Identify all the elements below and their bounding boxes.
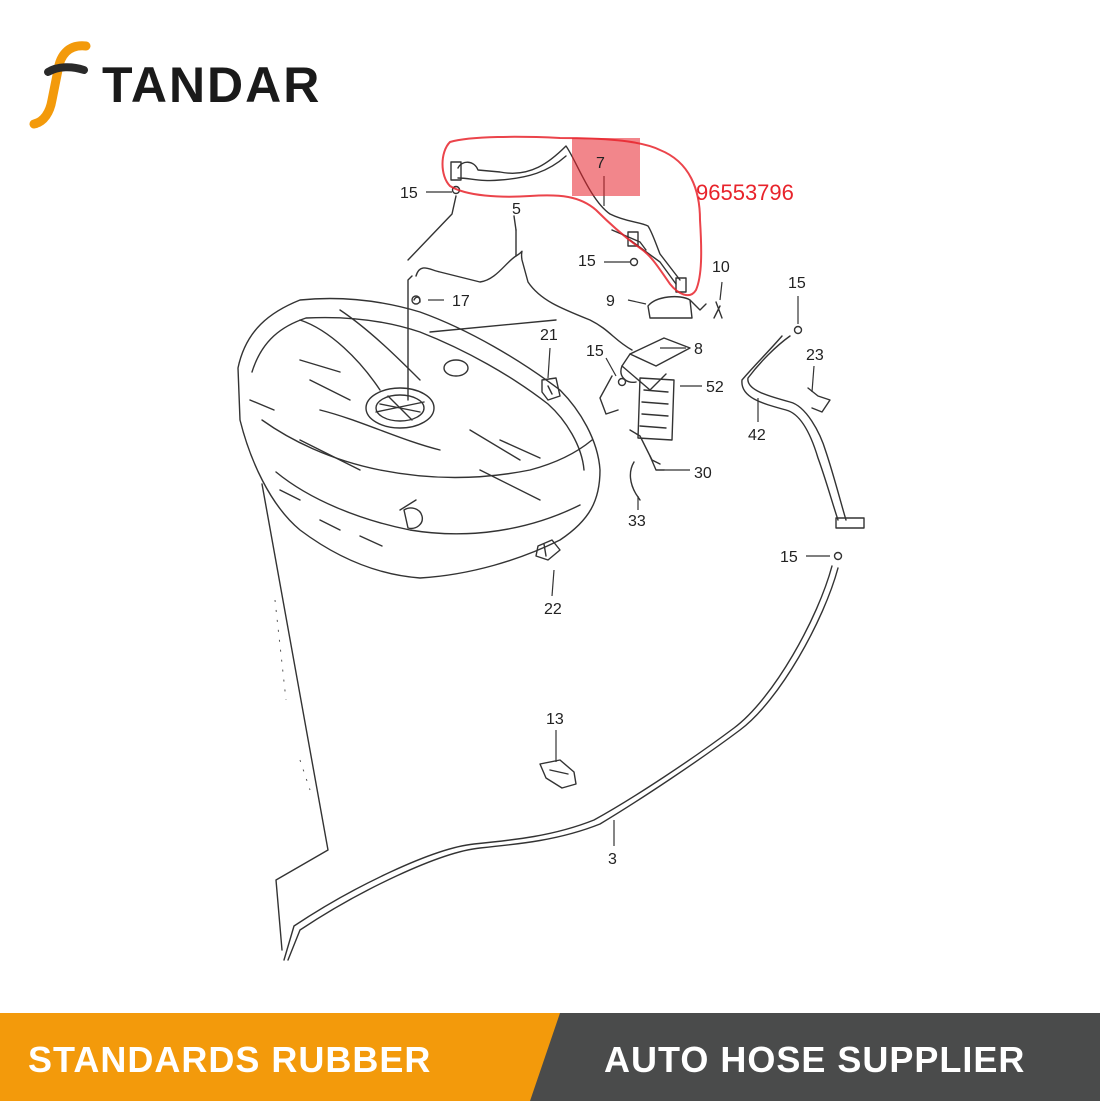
logo-text: TANDAR: [102, 57, 322, 113]
callout-23: 23: [806, 347, 824, 364]
highlight-marker: [572, 138, 640, 196]
part-number-label: 96553796: [696, 180, 794, 205]
footer-banner: STANDARDS RUBBER AUTO HOSE SUPPLIER: [0, 1013, 1100, 1101]
filler-tube: [741, 335, 865, 529]
fuel-tank: [237, 297, 601, 579]
callout-30: 30: [694, 465, 712, 482]
filter-bracket: [629, 377, 675, 465]
callout-10: 10: [712, 259, 730, 276]
callout-15a: 15: [400, 185, 418, 202]
callout-22: 22: [544, 601, 562, 618]
footer-left-text: STANDARDS RUBBER: [28, 1039, 432, 1080]
callout-15b: 15: [578, 253, 596, 270]
callout-33: 33: [628, 513, 646, 530]
callout-21: 21: [540, 327, 558, 344]
callout-7: 7: [596, 155, 605, 172]
callout-5: 5: [512, 201, 521, 218]
callout-9: 9: [606, 293, 615, 310]
callout-52: 52: [706, 379, 724, 396]
callout-15e: 15: [780, 549, 798, 566]
logo-mark-icon: [29, 41, 91, 129]
hose-7: [450, 145, 687, 293]
brand-logo: TANDAR: [28, 40, 321, 130]
fuel-filter: [599, 337, 691, 415]
callout-17: 17: [452, 293, 470, 310]
parts-diagram: 15 5 7 15 10 17 9 15 21 15 8 23 52 42 30…: [237, 135, 865, 961]
footer-left-panel: [0, 1013, 560, 1101]
highlight-outline: [441, 135, 703, 297]
callout-3: 3: [608, 851, 617, 868]
callout-15c: 15: [788, 275, 806, 292]
callout-8: 8: [694, 341, 703, 358]
fuel-line-3: [283, 565, 839, 961]
callout-15d: 15: [586, 343, 604, 360]
footer-right-text: AUTO HOSE SUPPLIER: [604, 1039, 1026, 1080]
callout-13: 13: [546, 711, 564, 728]
callout-42: 42: [748, 427, 766, 444]
